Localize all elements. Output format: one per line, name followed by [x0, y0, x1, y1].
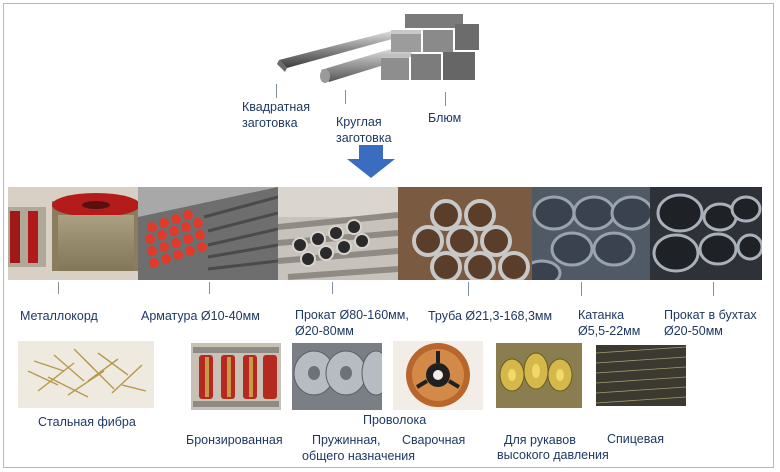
label-truba: Труба Ø21,3-168,3мм — [428, 309, 553, 323]
label-katanka-1: Катанка — [578, 308, 625, 322]
leader-katanka — [581, 282, 582, 296]
sub-image-bronze — [191, 343, 281, 410]
label-spring-1: Пружинная, — [312, 433, 381, 447]
label-prokat-2: Ø20-80мм — [295, 324, 354, 338]
product-image-truba — [398, 187, 532, 280]
billets-image — [275, 8, 490, 94]
sub-image-fibra — [18, 341, 154, 408]
label-katanka-2: Ø5,5-22мм — [578, 324, 641, 338]
label-bloom: Блюм — [428, 111, 462, 125]
label-buhty-1: Прокат в бухтах — [664, 308, 757, 322]
label-armatura: Арматура Ø10-40мм — [141, 309, 260, 323]
label-buhty-2: Ø20-50мм — [664, 324, 723, 338]
label-metallokord: Металлокорд — [20, 309, 98, 323]
product-image-armatura — [138, 187, 278, 280]
leader-bloom — [445, 92, 446, 106]
leader-metallokord — [58, 282, 59, 294]
product-image-prokat — [278, 187, 398, 280]
sub-image-spring — [292, 343, 382, 410]
label-wire-title: Проволока — [363, 413, 427, 427]
product-image-katanka — [532, 187, 650, 280]
sub-image-sleeves — [496, 343, 582, 408]
sub-image-welding — [393, 341, 483, 410]
label-round-billet: Круглая заготовка — [336, 115, 392, 145]
leader-square — [276, 84, 277, 98]
label-welding: Сварочная — [402, 433, 466, 447]
product-image-metallokord — [8, 187, 138, 280]
leader-buhty — [713, 282, 714, 296]
label-bronze: Бронзированная — [186, 433, 283, 447]
leader-armatura — [209, 282, 210, 294]
label-spoke: Спицевая — [607, 432, 664, 446]
product-image-buhty — [650, 187, 762, 280]
sub-image-spoke — [596, 345, 686, 406]
down-arrow-icon — [347, 145, 395, 178]
label-square-billet: Квадратная заготовка — [242, 100, 311, 130]
label-sleeves-1: Для рукавов — [504, 433, 576, 447]
label-sleeves-2: высокого давления — [497, 448, 609, 462]
leader-prokat — [332, 282, 333, 294]
label-spring-2: общего назначения — [302, 449, 416, 463]
leader-truba — [468, 282, 469, 296]
label-fibra: Стальная фибра — [38, 415, 136, 429]
label-prokat-1: Прокат Ø80-160мм, — [295, 308, 409, 322]
leader-round — [345, 90, 346, 104]
